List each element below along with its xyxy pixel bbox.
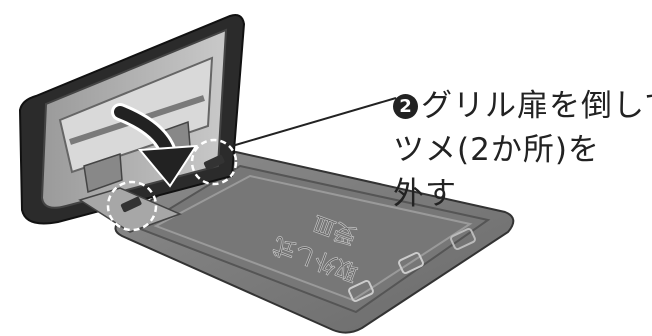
callout-line-3: 外す — [393, 172, 648, 216]
step-number-badge: 2 — [393, 94, 418, 119]
callout-text-1: グリル扉を倒して — [421, 88, 652, 124]
callout-leader-line — [232, 98, 396, 146]
callout-line-2: ツメ(2か所)を — [393, 128, 648, 172]
